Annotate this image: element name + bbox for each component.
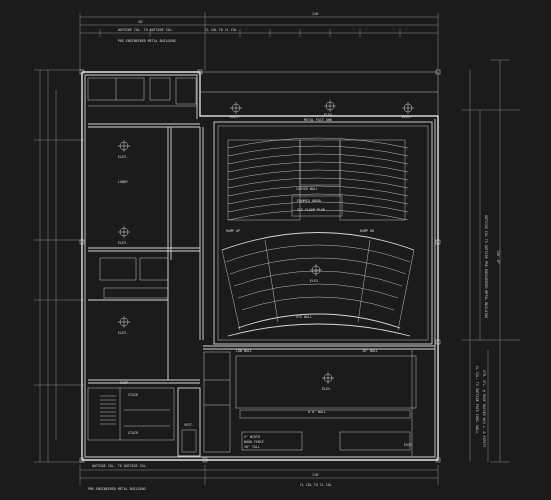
label-exit: EXIT (404, 443, 412, 447)
label-vestibule: VEST. (184, 423, 194, 427)
label-ramp-down: RAMP DN (360, 229, 374, 233)
note-bottom-left-1: OUTSIDE COL. TO OUTSIDE COL. (92, 464, 148, 468)
label-wall-note-2: WOOD FENCE (244, 440, 264, 444)
dim-right-total: 130'-0" (496, 250, 500, 264)
label-wall-note: 4" WIDTH (244, 435, 260, 439)
elev-5: ELEV. (324, 113, 334, 117)
note-right-low: CL COL. TO OUTSIDE FACE CONC. WALL (475, 366, 479, 434)
label-booth-2: SEE FLOOR PLAN (297, 208, 325, 212)
column-markers (79, 69, 441, 463)
note-bottom-left-2: PRE-ENGINEERED METAL BUILDING (88, 487, 146, 491)
elev-8: ELEV. (322, 387, 332, 391)
note-right-side: OUTSIDE COL TO OUTSIDE PRE-ENGINEERED ME… (484, 215, 488, 318)
label-curved-pew-wall: 16" WALL (362, 349, 378, 353)
label-low-wall: LOW WALL (236, 349, 252, 353)
note-top-left-2: PRE-ENGINEERED METAL BUILDING (118, 39, 176, 43)
label-lobby: LOBBY (118, 180, 128, 184)
label-booth: FOHMIX AREA (297, 199, 322, 203)
note-top-right: CL COL TO CL COL (205, 28, 237, 32)
elev-2: ELEV. (118, 241, 128, 245)
elev-4: ELEV. (230, 115, 240, 119)
label-ramp-up: RAMP UP (226, 229, 240, 233)
elev-1: ELEV. (118, 155, 128, 159)
elev-7: ELEV. (310, 279, 320, 283)
building-walls (81, 71, 439, 461)
elev-3: ELEV. (118, 331, 128, 335)
dim-top-left: 38' (138, 20, 144, 24)
note-top-left-1: OUTSIDE COL. TO OUTSIDE COL. (118, 28, 174, 32)
label-ramp: RAMP (120, 381, 128, 385)
note-bottom-right: CL COL TO CL COL (300, 483, 332, 487)
label-metal-face: METAL FACE AWN (304, 118, 332, 122)
elev-6: ELEV. (402, 115, 412, 119)
label-curved-wall: CURVED WALL (296, 187, 318, 191)
label-eq-wall: 8'0" WALL (308, 410, 326, 414)
label-stair-2: STAIR (128, 431, 138, 435)
elevation-markers (118, 100, 414, 384)
note-right-low-2: STR. STL. @ ROOF RAISED W/O L. & FIRSTS (482, 370, 486, 447)
auditorium-seating (221, 137, 415, 337)
dim-top-total: 110' (312, 12, 320, 16)
dimension-lines (34, 12, 520, 485)
label-stage-wall: STG WALL (296, 315, 312, 319)
label-stair: STAIR (128, 393, 138, 397)
label-wall-note-3: 16" TALL (244, 445, 260, 449)
dim-bottom-total: 110' (312, 473, 320, 477)
